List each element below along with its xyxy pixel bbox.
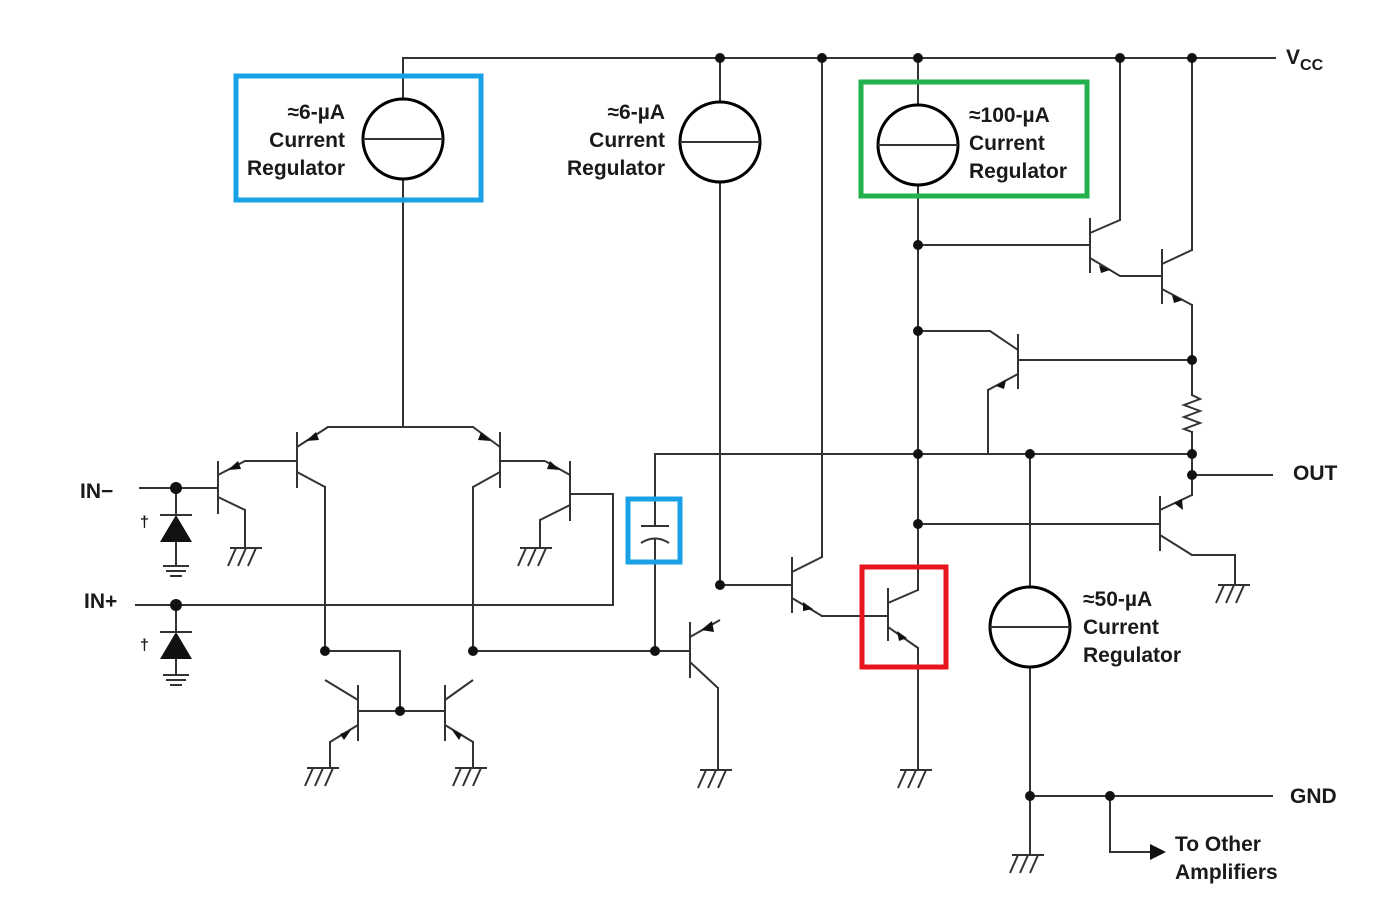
- ground-reg4: [1009, 854, 1044, 874]
- current-source-1: [361, 97, 445, 181]
- highlight-box-capacitor-blue: [625, 496, 683, 565]
- dagger-in-plus: †: [140, 637, 149, 654]
- reg3-line1: ≈100-µA: [969, 104, 1050, 127]
- diodes: [160, 514, 192, 659]
- reg1-line2: Current: [269, 129, 345, 152]
- to-other-line2: Amplifiers: [1175, 861, 1278, 884]
- highlight-box-transistor-red: [859, 564, 949, 670]
- transistor-pulldown: [1159, 494, 1193, 556]
- reg2-line2: Current: [589, 129, 665, 152]
- wire-in-plus: [135, 493, 614, 676]
- out-label: OUT: [1293, 462, 1338, 485]
- ground-q9: [897, 769, 932, 789]
- regulator-label-3: ≈100-µA Current Regulator: [969, 104, 1067, 183]
- ground-symbols: [163, 547, 1250, 874]
- resistor: [1181, 394, 1203, 433]
- wire-mirror-gnd: [329, 741, 474, 769]
- transistor-q3: [472, 426, 545, 488]
- ground-q1: [227, 547, 262, 567]
- transistor-limiter: [987, 330, 1019, 391]
- wire-reg2: [719, 57, 793, 586]
- diode-in-plus: [160, 631, 192, 659]
- current-source-4: [988, 585, 1072, 669]
- in-minus-label: IN−: [80, 480, 113, 503]
- current-source-3: [876, 103, 960, 187]
- transistor-q8: [444, 679, 474, 743]
- to-other-line1: To Other: [1175, 833, 1261, 856]
- ground-diode-minus: [163, 565, 189, 577]
- ground-pulldown: [1215, 584, 1250, 604]
- wire-to-other: [1109, 795, 1151, 853]
- transistor-darlington-2: [1161, 249, 1193, 306]
- highlight-box-regulator-blue: [233, 73, 484, 203]
- in-plus-label: IN+: [84, 590, 117, 613]
- reg3-line2: Current: [969, 132, 1045, 155]
- transistor-q5: [689, 619, 721, 689]
- junction-dots: [170, 53, 1197, 801]
- transistor-q6: [791, 556, 823, 617]
- reg1-line1: ≈6-µA: [288, 101, 345, 124]
- ground-q8: [452, 767, 487, 787]
- ground-q5: [697, 769, 732, 789]
- transistors: [217, 218, 1193, 743]
- wire-pulldown-emitter: [1191, 554, 1236, 586]
- transistor-darlington-1: [1089, 218, 1162, 277]
- reg3-line3: Regulator: [969, 160, 1067, 183]
- wire-limiter: [917, 330, 1193, 455]
- to-other-arrow: [1150, 844, 1166, 860]
- diode-in-minus: [160, 514, 192, 542]
- gnd-label: GND: [1290, 785, 1337, 808]
- reg1-line3: Regulator: [247, 157, 345, 180]
- transistor-q1: [217, 460, 297, 514]
- reg4-line3: Regulator: [1083, 644, 1181, 667]
- transistor-q4: [539, 460, 571, 521]
- ground-diode-plus: [163, 674, 189, 686]
- ground-q7: [304, 767, 339, 787]
- transistor-q9: [887, 588, 919, 649]
- ground-q4: [517, 547, 552, 567]
- vcc-label-sub: CC: [1300, 57, 1324, 74]
- transistor-q2: [296, 426, 329, 488]
- vcc-label: VCC: [1286, 46, 1324, 74]
- reg4-line1: ≈50-µA: [1083, 588, 1152, 611]
- reg4-line2: Current: [1083, 616, 1159, 639]
- regulator-label-1: ≈6-µA Current Regulator: [247, 101, 345, 180]
- reg2-line3: Regulator: [567, 157, 665, 180]
- reg2-line1: ≈6-µA: [608, 101, 665, 124]
- current-source-2: [678, 100, 762, 184]
- regulator-label-4: ≈50-µA Current Regulator: [1083, 588, 1181, 667]
- dagger-in-minus: †: [140, 514, 149, 531]
- wire-q2-collector: [324, 486, 401, 712]
- regulator-label-2: ≈6-µA Current Regulator: [567, 101, 665, 180]
- wire-cap: [654, 453, 1193, 652]
- vcc-label-main: V: [1286, 46, 1300, 69]
- highlight-box-regulator-green: [858, 79, 1090, 199]
- transistor-q7: [324, 679, 359, 743]
- compensation-capacitor: [640, 525, 670, 544]
